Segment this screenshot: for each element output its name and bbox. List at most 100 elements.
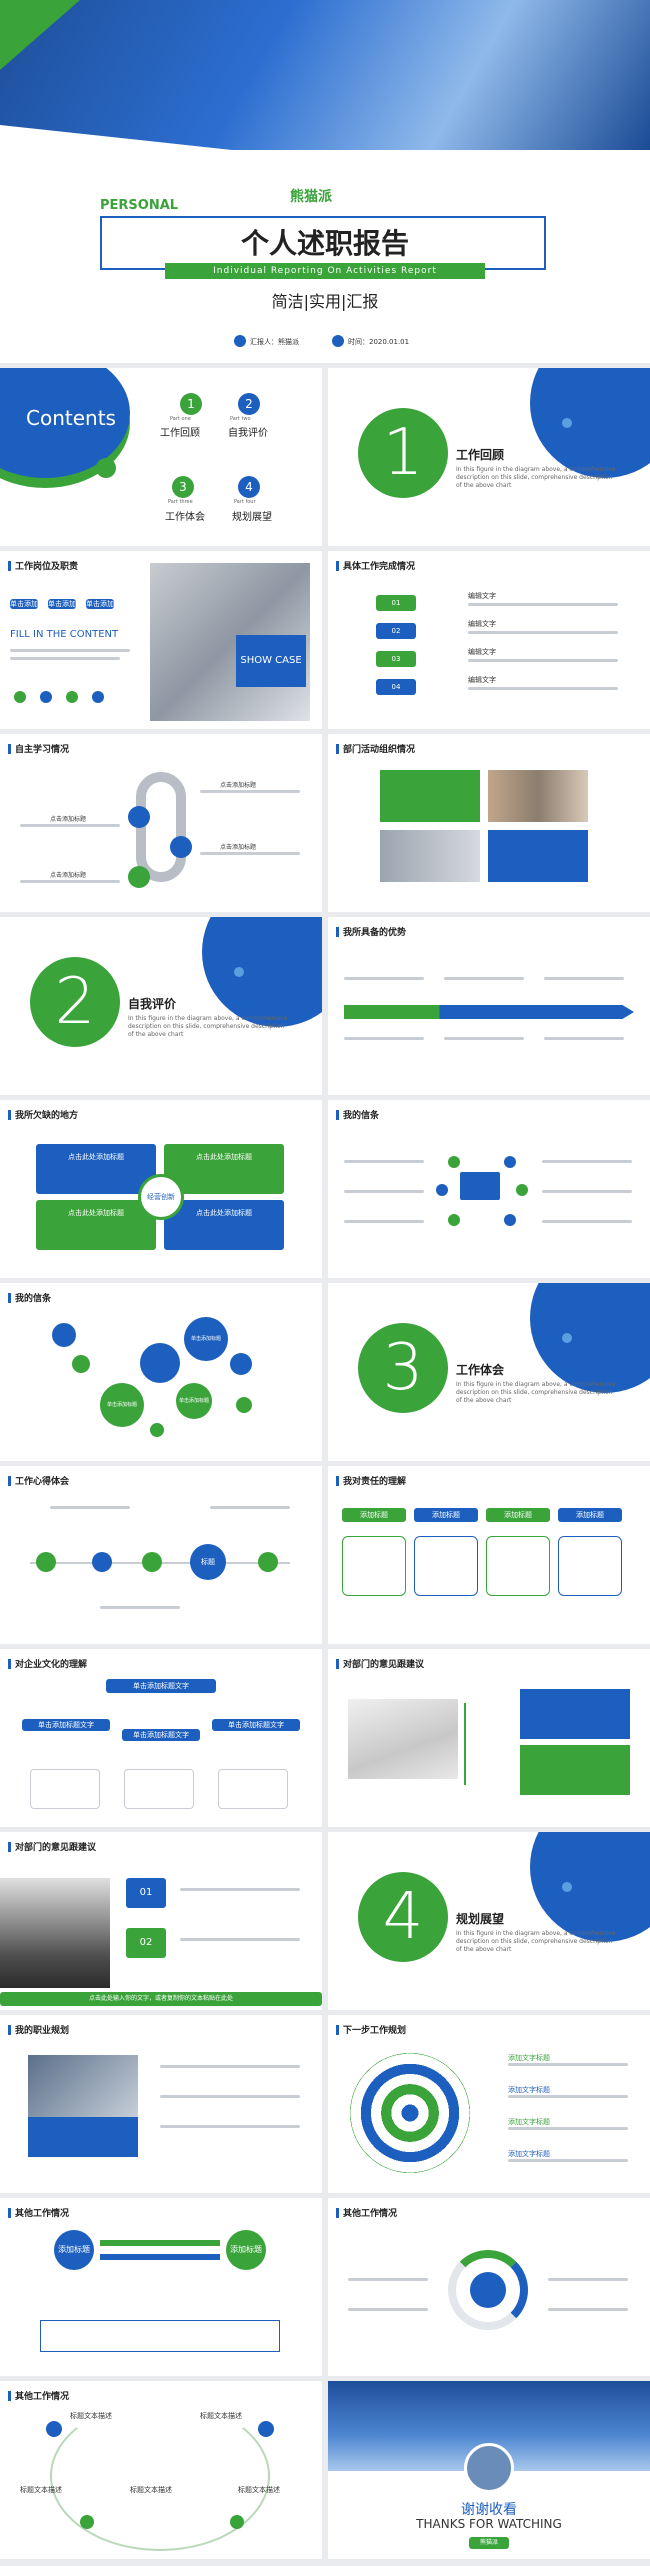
- add-button[interactable]: 单击添加: [10, 599, 38, 609]
- step-tag: 02: [376, 623, 416, 639]
- cover-building-photo: [0, 0, 650, 150]
- section-desc: In this figure in the diagram above, a c…: [456, 1381, 616, 1404]
- section-desc: In this figure in the diagram above, a c…: [456, 466, 616, 489]
- step-tag: 01: [376, 595, 416, 611]
- org-node: 单击添加标题文字: [212, 1719, 300, 1731]
- cover-slide: PERSONAL 熊猫派 个人述职报告 Individual Reporting…: [0, 0, 650, 363]
- belief-network-slide: 我的信条: [328, 1100, 650, 1278]
- plan-item: 添加文字标题: [508, 2150, 550, 2158]
- add-button[interactable]: 单击添加: [86, 599, 114, 609]
- other-work-2-slide: 其他工作情况: [328, 2198, 650, 2376]
- edit-text: 编辑文字: [468, 620, 496, 628]
- bubble-node: 单击添加标题: [176, 1383, 212, 1419]
- plan-item: 添加文字标题: [508, 2086, 550, 2094]
- step-tag: 02: [126, 1928, 166, 1958]
- center-badge: 经营创新: [138, 1174, 184, 1220]
- contents-item-3[interactable]: 工作体会: [165, 512, 205, 523]
- section-number: 2: [30, 957, 120, 1047]
- ring-chart: [448, 2250, 528, 2330]
- contents-num-4: 4: [238, 476, 260, 498]
- business-photo: [28, 2055, 138, 2117]
- tab-label: 添加标题: [486, 1508, 550, 1522]
- right-node: 添加标题: [226, 2230, 266, 2270]
- section-number: 3: [358, 1323, 448, 1413]
- slide-title: 我的信条: [8, 1291, 51, 1304]
- meeting-photo: [380, 830, 480, 882]
- desc-title: 标题文本描述: [20, 2486, 62, 2494]
- contents-item-4[interactable]: 规划展望: [232, 512, 272, 523]
- point-box: 点击此处添加标题: [36, 1144, 156, 1194]
- contents-part-2: Part two: [230, 416, 251, 422]
- slide-title: 工作岗位及职责: [8, 559, 78, 572]
- contents-num-2: 2: [238, 393, 260, 415]
- team-photo: [488, 770, 588, 822]
- edit-text: 编辑文字: [468, 592, 496, 600]
- section-desc: In this figure in the diagram above, a c…: [128, 1015, 288, 1038]
- edit-text: 编辑文字: [468, 676, 496, 684]
- section-title: 自我评价: [128, 997, 177, 1011]
- dept-activity-slide: 部门活动组织情况: [328, 734, 650, 912]
- cover-title: 个人述职报告: [240, 227, 409, 260]
- logo: 熊猫派: [290, 189, 332, 205]
- org-node: 单击添加标题文字: [122, 1729, 200, 1741]
- point-box: 点击此处添加标题: [164, 1144, 284, 1194]
- section-number: 1: [358, 408, 448, 498]
- slide-title: 工作心得体会: [8, 1474, 69, 1487]
- step-tag: 01: [126, 1878, 166, 1908]
- desc-title: 标题文本描述: [70, 2412, 112, 2420]
- slide-title: 我的职业规划: [8, 2023, 69, 2036]
- desc-title: 标题文本描述: [200, 2412, 242, 2420]
- slide-title: 我所欠缺的地方: [8, 1108, 78, 1121]
- target-icon: [350, 2053, 470, 2173]
- bottom-banner: 点击此处输入你的文字，或者复制你的文本粘贴在此处: [0, 1992, 322, 2006]
- desc-title: 标题文本描述: [130, 2486, 172, 2494]
- point-box: 点击此处添加标题: [36, 1200, 156, 1250]
- tab-label: 添加标题: [342, 1508, 406, 1522]
- slide-title: 对企业文化的理解: [8, 1657, 87, 1670]
- section-title: 工作体会: [456, 1363, 505, 1377]
- slide-title: 部门活动组织情况: [336, 742, 415, 755]
- work-completion-slide: 具体工作完成情况 01 02 03 04 编辑文字 编辑文字 编辑文字 编辑文字: [328, 551, 650, 729]
- culture-slide: 对企业文化的理解 单击添加标题文字 单击添加标题文字 单击添加标题文字 单击添加…: [0, 1649, 322, 1827]
- add-button[interactable]: 单击添加: [48, 599, 76, 609]
- section-4-slide: 4 规划展望 In this figure in the diagram abo…: [328, 1832, 650, 2010]
- item-title: 点击添加标题: [220, 844, 257, 851]
- contents-num-1: 1: [180, 393, 202, 415]
- contents-item-2[interactable]: 自我评价: [228, 428, 268, 439]
- belief-bubbles-slide: 我的信条 单击添加标题 单击添加标题 单击添加标题: [0, 1283, 322, 1461]
- other-work-1-slide: 其他工作情况 添加标题 添加标题: [0, 2198, 322, 2376]
- strengths-slide: 我所具备的优势: [328, 917, 650, 1095]
- contents-part-3: Part three: [168, 499, 193, 505]
- keyboard-photo: [348, 1699, 458, 1779]
- section-title: 规划展望: [456, 1912, 505, 1926]
- point-box: 点击此处添加标题: [164, 1200, 284, 1250]
- person-avatar: [464, 2443, 514, 2493]
- thanks-cn: 谢谢收看: [461, 2502, 517, 2518]
- edit-text: 编辑文字: [468, 648, 496, 656]
- show-case: SHOW CASE: [236, 635, 306, 687]
- section-number: 4: [358, 1872, 448, 1962]
- responsibility-slide: 我对责任的理解 添加标题 添加标题 添加标题 添加标题: [328, 1466, 650, 1644]
- slide-title: 具体工作完成情况: [336, 559, 415, 572]
- plan-item: 添加文字标题: [508, 2054, 550, 2062]
- slide-title: 自主学习情况: [8, 742, 69, 755]
- contents-part-4: Part four: [234, 499, 256, 505]
- tab-label: 添加标题: [558, 1508, 622, 1522]
- next-plan-slide: 下一步工作规划 添加文字标题 添加文字标题 添加文字标题 添加文字标题: [328, 2015, 650, 2193]
- dept-advice-slide: 对部门的意见跟建议: [328, 1649, 650, 1827]
- item-title: 点击添加标题: [50, 872, 87, 879]
- section-1-slide: 1 工作回顾 In this figure in the diagram abo…: [328, 368, 650, 546]
- cover-tag: PERSONAL: [100, 198, 179, 213]
- slide-title: 我对责任的理解: [336, 1474, 406, 1487]
- desc-title: 标题文本描述: [238, 2486, 280, 2494]
- slide-title: 下一步工作规划: [336, 2023, 406, 2036]
- slide-title: 其他工作情况: [8, 2389, 69, 2402]
- section-2-slide: 2 自我评价 In this figure in the diagram abo…: [0, 917, 322, 1095]
- contents-num-3: 3: [172, 476, 194, 498]
- slide-title: 我所具备的优势: [336, 925, 406, 938]
- contents-title: Contents: [26, 406, 116, 430]
- other-work-3-slide: 其他工作情况 标题文本描述 标题文本描述 标题文本描述 标题文本描述 标题文本描…: [0, 2381, 322, 2559]
- career-plan-slide: 我的职业规划: [0, 2015, 322, 2193]
- step-tag: 04: [376, 679, 416, 695]
- contents-item-1[interactable]: 工作回顾: [160, 428, 200, 439]
